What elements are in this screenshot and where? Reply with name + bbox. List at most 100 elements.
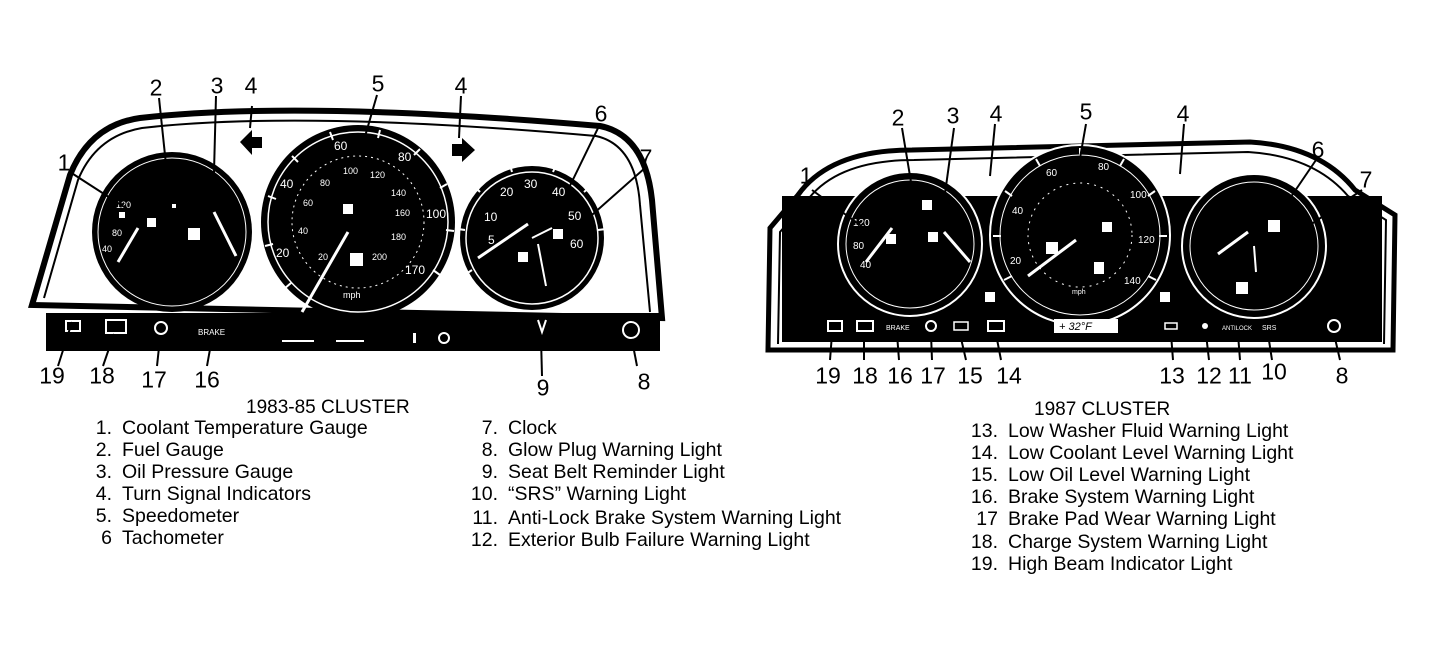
speedo-label-kmh-120: 120 (370, 170, 385, 180)
legend-item-1: 1. Coolant Temperature Gauge (74, 417, 368, 439)
callout-14-right: 14 (996, 362, 1022, 389)
speedo-label-kmh-140: 140 (391, 188, 406, 198)
legend-num: 19. (970, 553, 998, 575)
callout-4a-left: 4 (244, 72, 258, 99)
left-combo-gauge (92, 152, 252, 312)
callout-19-left: 19 (39, 362, 65, 389)
callout-10-right: 10 (1261, 358, 1287, 385)
speedo-label-mph-60: 60 (334, 139, 348, 153)
legend-text: Coolant Temperature Gauge (122, 417, 368, 439)
speedo-label-mph-20: 20 (276, 246, 290, 260)
tach-label-30: 30 (524, 177, 538, 191)
legend-text: Brake System Warning Light (1008, 486, 1255, 508)
brake-label-1987: BRAKE (886, 325, 910, 332)
legend-item-18: 18.Charge System Warning Light (960, 531, 1268, 553)
abs-label-1987: ANTILOCK (1222, 326, 1252, 332)
legend-text: Clock (508, 417, 557, 439)
legend-item-8: 8.Glow Plug Warning Light (460, 439, 722, 461)
legend-num: 5. (95, 505, 112, 527)
legend-num: 11. (472, 507, 498, 529)
legend-item-4: 4.Turn Signal Indicators (74, 483, 311, 505)
callout-18-left: 18 (89, 362, 115, 389)
speedo-label-120-1987: 120 (1138, 235, 1155, 246)
coolant-label-120: 120 (116, 200, 131, 210)
high-beam-icon-1987 (827, 320, 843, 332)
tach-label-60: 60 (570, 237, 584, 251)
coolant-level-icon-1987 (987, 320, 1005, 332)
speedo-label-kmh-180: 180 (391, 232, 406, 242)
legend-item-3: 3. Oil Pressure Gauge (74, 461, 294, 483)
coolant-label-40-1987: 40 (860, 260, 872, 271)
speedo-label-mph-100: 100 (426, 207, 446, 221)
legend-num: 3. (95, 461, 112, 483)
speedo-label-mph-80: 80 (398, 150, 412, 164)
callout-1-right: 1 (799, 162, 813, 189)
callout-16-left: 16 (194, 366, 220, 393)
callout-7-right: 7 (1359, 166, 1373, 193)
glow-plug-icon-1987 (1327, 319, 1341, 333)
speedo-label-kmh-200: 200 (372, 252, 387, 262)
legend-num: 8. (481, 439, 498, 461)
speedo-label-unit-1987: mph (1072, 289, 1086, 296)
callout-8-left: 8 (637, 368, 651, 395)
callout-15-right: 15 (957, 362, 983, 389)
legend-text: Fuel Gauge (122, 439, 224, 461)
legend-num: 2. (95, 439, 112, 461)
legend-num: 1. (95, 417, 112, 439)
coolant-label-120-1987: 120 (853, 218, 870, 229)
speedo-label-100-1987: 100 (1130, 190, 1147, 201)
title-1987: 1987 CLUSTER (1034, 399, 1171, 420)
legend-item-16: 16.Brake System Warning Light (960, 486, 1255, 508)
bulb-failure-icon-1987 (1202, 323, 1208, 329)
battery-icon (105, 319, 127, 334)
callout-4a-right: 4 (989, 100, 1003, 127)
callout-7-left: 7 (639, 144, 653, 171)
callout-4b-right: 4 (1176, 100, 1190, 127)
legend-text: “SRS” Warning Light (508, 483, 687, 505)
callout-17-left: 17 (141, 366, 167, 393)
coolant-label-80: 80 (112, 228, 122, 238)
tach-label-50: 50 (568, 209, 582, 223)
legend-text: Charge System Warning Light (1008, 531, 1268, 553)
legend-num: 17 (976, 508, 998, 530)
callout-4b-left: 4 (454, 72, 468, 99)
legend-item-10: 10.“SRS” Warning Light (460, 483, 686, 505)
callout-1-left: 1 (57, 149, 71, 176)
callout-16-right: 16 (887, 362, 913, 389)
legend-num: 7. (481, 417, 498, 439)
speedo-label-140-1987: 140 (1124, 276, 1141, 287)
temp-display-text-1987: + 32°F (1059, 321, 1093, 333)
legend-text: Anti-Lock Brake System Warning Light (508, 507, 842, 529)
legend-text: Seat Belt Reminder Light (508, 461, 725, 483)
legend-text: Tachometer (122, 527, 224, 549)
legend-text: Low Washer Fluid Warning Light (1008, 420, 1289, 442)
high-beam-icon (65, 320, 81, 332)
cluster-1983-85: 120 80 40 20 40 60 80 100 120 140 160 18… (28, 94, 666, 377)
speedo-label-mph-40: 40 (280, 177, 294, 191)
legend-text: Speedometer (122, 505, 240, 527)
callout-3-right: 3 (946, 102, 960, 129)
callout-12-right: 12 (1196, 362, 1222, 389)
callout-2-left: 2 (149, 74, 163, 101)
speedo-label-mph-120: 170 (405, 263, 425, 277)
oil-level-icon-1987 (953, 321, 969, 331)
coolant-label-40: 40 (102, 244, 112, 254)
speedo-label-kmh-40: 40 (298, 226, 308, 236)
callout-5-left: 5 (371, 70, 385, 97)
tach-label-40: 40 (552, 185, 566, 199)
coolant-label-80-1987: 80 (853, 241, 865, 252)
speedometer-gauge (261, 125, 455, 319)
legend-item-15: 15.Low Oil Level Warning Light (960, 464, 1250, 486)
speedo-label-kmh-60: 60 (303, 198, 313, 208)
legend-num: 15. (970, 464, 998, 486)
temp-display-1987 (1054, 319, 1118, 333)
srs-label-1987: SRS (1262, 325, 1277, 332)
legend-item-9: 9.Seat Belt Reminder Light (460, 461, 725, 483)
callout-2-right: 2 (891, 104, 905, 131)
callout-11-right: 11 (1228, 362, 1252, 389)
callout-9-left: 9 (536, 374, 550, 401)
legend-text: Oil Pressure Gauge (122, 461, 294, 483)
title-1983-85: 1983-85 CLUSTER (246, 397, 410, 418)
legend-text: High Beam Indicator Light (1008, 553, 1233, 575)
